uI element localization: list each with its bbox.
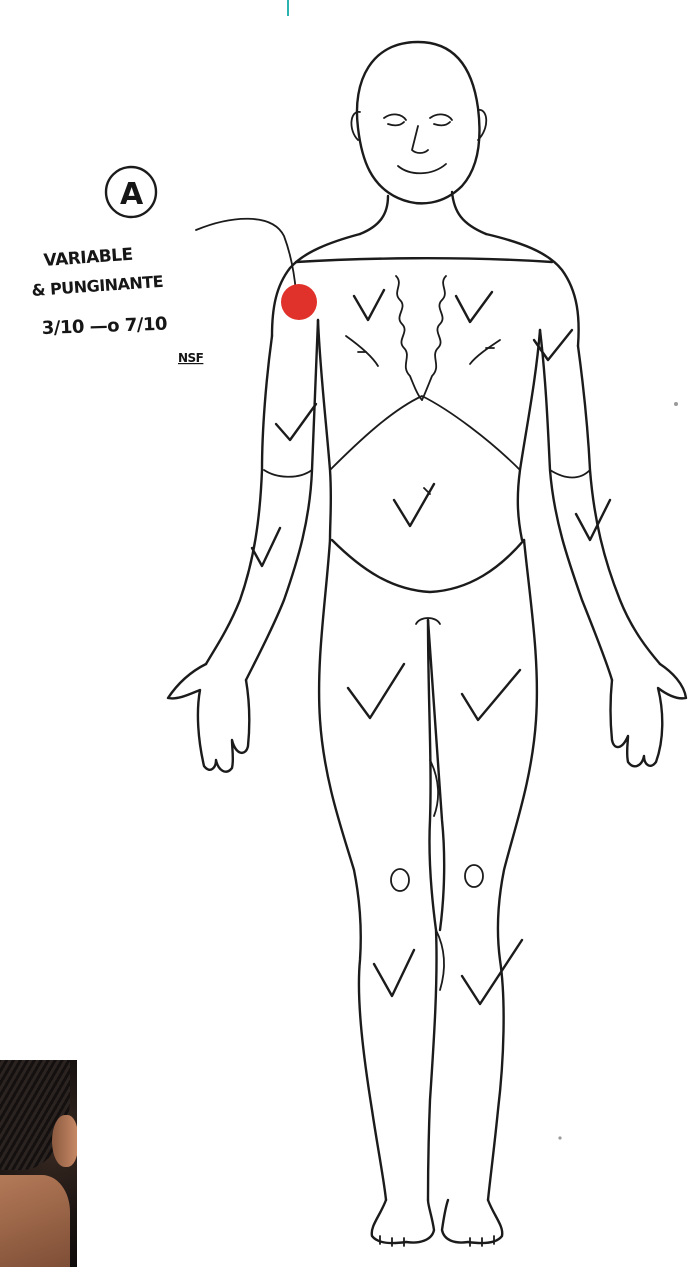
- left-leg-outer: [319, 540, 386, 1200]
- checkmark-right-forearm: [576, 500, 610, 540]
- paper-speck: [558, 1136, 561, 1139]
- annotation-marker-letter: A: [120, 177, 144, 212]
- head-outline: [357, 42, 479, 203]
- neck-left: [360, 196, 388, 234]
- checkmark-left-upper-arm: [276, 404, 316, 440]
- ear-shape: [52, 1115, 77, 1167]
- photo-thumbnail-corner: [0, 1060, 77, 1267]
- checkmark-chest-right: [456, 292, 492, 322]
- sternum-right: [422, 276, 446, 400]
- mouth: [398, 164, 446, 173]
- annotation-line-2: & PUNGINANTE: [31, 272, 164, 300]
- right-pec: [470, 340, 500, 364]
- annotation-line-3: 3/10 —o 7/10: [41, 314, 167, 339]
- checkmark-right-shin: [462, 940, 522, 1004]
- left-eye: [384, 114, 406, 125]
- right-elbow: [550, 470, 590, 478]
- right-leg-outer: [488, 540, 537, 1200]
- left-elbow: [264, 470, 312, 477]
- right-shoulder: [486, 234, 579, 346]
- sternum-left: [396, 276, 422, 400]
- left-arm-outer: [206, 336, 272, 664]
- collar-line: [296, 258, 552, 262]
- left-arm-inner: [246, 320, 318, 680]
- torso-left-side: [318, 320, 331, 540]
- checkmark-right-thigh: [462, 670, 520, 720]
- torso-right-side: [518, 330, 540, 540]
- right-hand: [611, 664, 687, 766]
- right-kneecap: [465, 865, 483, 887]
- left-kneecap: [391, 869, 409, 891]
- annotation-line-1: VARIABLE: [43, 245, 133, 271]
- checkmark-left-shin: [374, 950, 414, 996]
- toes: [380, 1236, 494, 1246]
- checkmark-left-thigh: [348, 664, 404, 718]
- annotation-line-4: NSF: [178, 351, 204, 365]
- ribcage-line: [330, 396, 520, 470]
- left-foot: [372, 1200, 434, 1243]
- left-pec: [346, 336, 378, 366]
- left-shoulder: [272, 234, 360, 336]
- checkmark-abdomen: [394, 484, 434, 526]
- right-arm-outer: [578, 346, 660, 664]
- right-arm-inner: [540, 330, 612, 680]
- neck-right: [452, 192, 486, 234]
- nose: [412, 126, 428, 153]
- paper-speck: [674, 402, 678, 406]
- left-hand: [168, 664, 249, 772]
- pain-marker-dot: [281, 284, 317, 320]
- right-eye: [430, 114, 452, 125]
- checkmark-chest-left: [354, 290, 384, 320]
- pelvis-line: [332, 540, 524, 592]
- skin-area: [0, 1175, 70, 1267]
